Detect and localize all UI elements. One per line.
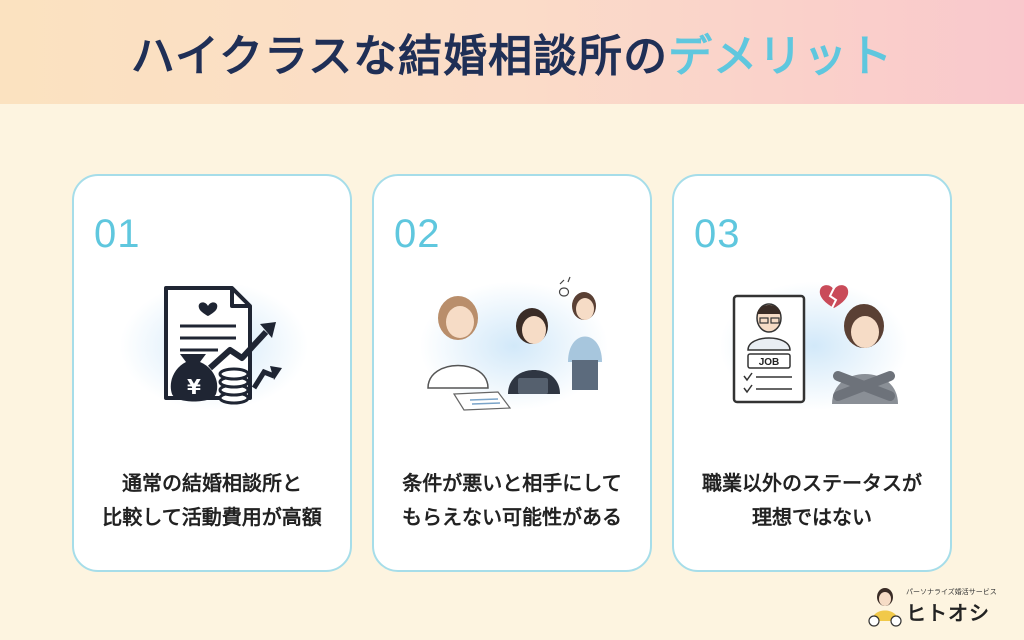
card-caption: 条件が悪いと相手にして もらえない可能性がある <box>374 466 650 534</box>
card-number: 01 <box>94 212 141 256</box>
caption-line-2: 比較して活動費用が高額 <box>102 505 322 529</box>
caption-line-2: もらえない可能性がある <box>402 505 622 529</box>
hitoshi-mascot-logo-icon <box>868 588 902 627</box>
brand-name: ヒトオシ <box>906 601 990 625</box>
svg-text:JOB: JOB <box>759 357 780 368</box>
card-caption: 通常の結婚相談所と 比較して活動費用が高額 <box>74 466 350 534</box>
caption-line-2: 理想ではない <box>752 505 872 529</box>
header-banner: ハイクラスな結婚相談所のデメリット <box>0 0 1024 104</box>
card-number: 03 <box>694 212 741 256</box>
caption-line-1: 条件が悪いと相手にして <box>402 471 622 495</box>
brand-tagline: パーソナライズ婚活サービス <box>906 588 997 596</box>
card-03: 03 JOB 職業以外のステータスが 理想で <box>672 174 952 572</box>
brand-logo: パーソナライズ婚活サービス ヒトオシ <box>866 585 1006 629</box>
women-meeting-consultation-icon <box>414 276 614 416</box>
title-main: ハイクラスな結婚相談所の <box>130 31 669 82</box>
caption-line-1: 職業以外のステータスが <box>702 471 922 495</box>
title-accent: デメリット <box>668 31 894 82</box>
svg-text:¥: ¥ <box>187 375 201 399</box>
card-caption: 職業以外のステータスが 理想ではない <box>674 466 950 534</box>
card-02: 02 条件が悪いと相手にして もらえない可能性がある <box>372 174 652 572</box>
page-title: ハイクラスな結婚相談所のデメリット <box>131 20 893 84</box>
money-bag-document-rising-chart-icon: ¥ <box>114 276 314 416</box>
caption-line-1: 通常の結婚相談所と <box>122 471 302 495</box>
job-profile-rejected-woman-icon: JOB <box>714 276 914 416</box>
card-01: 01 ¥ 通常の結婚相談所と 比較して活動費用が高額 <box>72 174 352 572</box>
card-number: 02 <box>394 212 441 256</box>
